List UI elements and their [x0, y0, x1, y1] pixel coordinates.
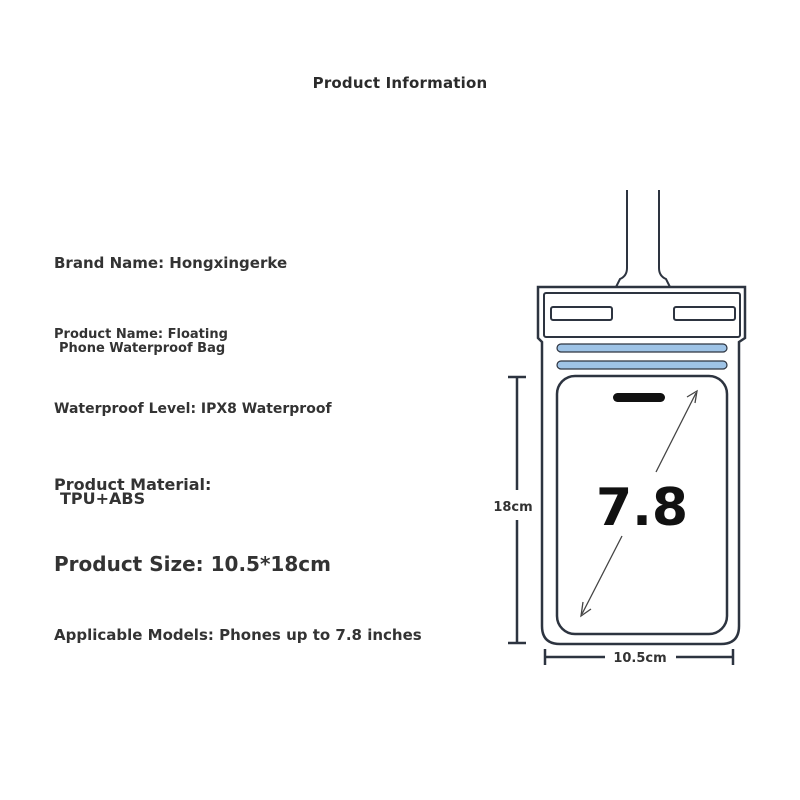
- spec-product-name: Product Name: Floating Phone Waterproof …: [54, 328, 228, 356]
- seal-stripe-bottom: [556, 360, 728, 370]
- spec-waterproof-level: Waterproof Level: IPX8 Waterproof: [54, 401, 332, 417]
- screen-size-label: 7.8: [596, 478, 688, 538]
- spec-product-material-line1: Product Material:: [54, 475, 212, 494]
- height-dimension-label: 18cm: [493, 500, 532, 515]
- screen-diagonal-arrow: [580, 389, 698, 618]
- lanyard-strap: [615, 190, 671, 288]
- spec-product-size: Product Size: 10.5*18cm: [54, 552, 331, 576]
- spec-brand-name: Brand Name: Hongxingerke: [54, 254, 288, 272]
- spec-product-name-line1: Product Name: Floating: [54, 327, 228, 342]
- width-dimension-line: [543, 649, 735, 665]
- clip-slot-right: [673, 306, 736, 321]
- height-dimension-line: [508, 375, 526, 645]
- seal-stripe-top: [556, 343, 728, 353]
- page-title: Product Information: [312, 74, 488, 92]
- spec-product-name-line2: Phone Waterproof Bag: [59, 341, 226, 356]
- bag-window: [555, 374, 729, 636]
- spec-product-material: Product Material: TPU+ABS: [54, 475, 212, 508]
- phone-speaker-slot: [613, 393, 665, 402]
- spec-applicable-models: Applicable Models: Phones up to 7.8 inch…: [54, 626, 422, 644]
- width-dimension-label: 10.5cm: [613, 651, 666, 666]
- bag-clip-band: [543, 292, 741, 338]
- clip-slot-left: [550, 306, 613, 321]
- spec-product-material-line2: TPU+ABS: [60, 489, 146, 508]
